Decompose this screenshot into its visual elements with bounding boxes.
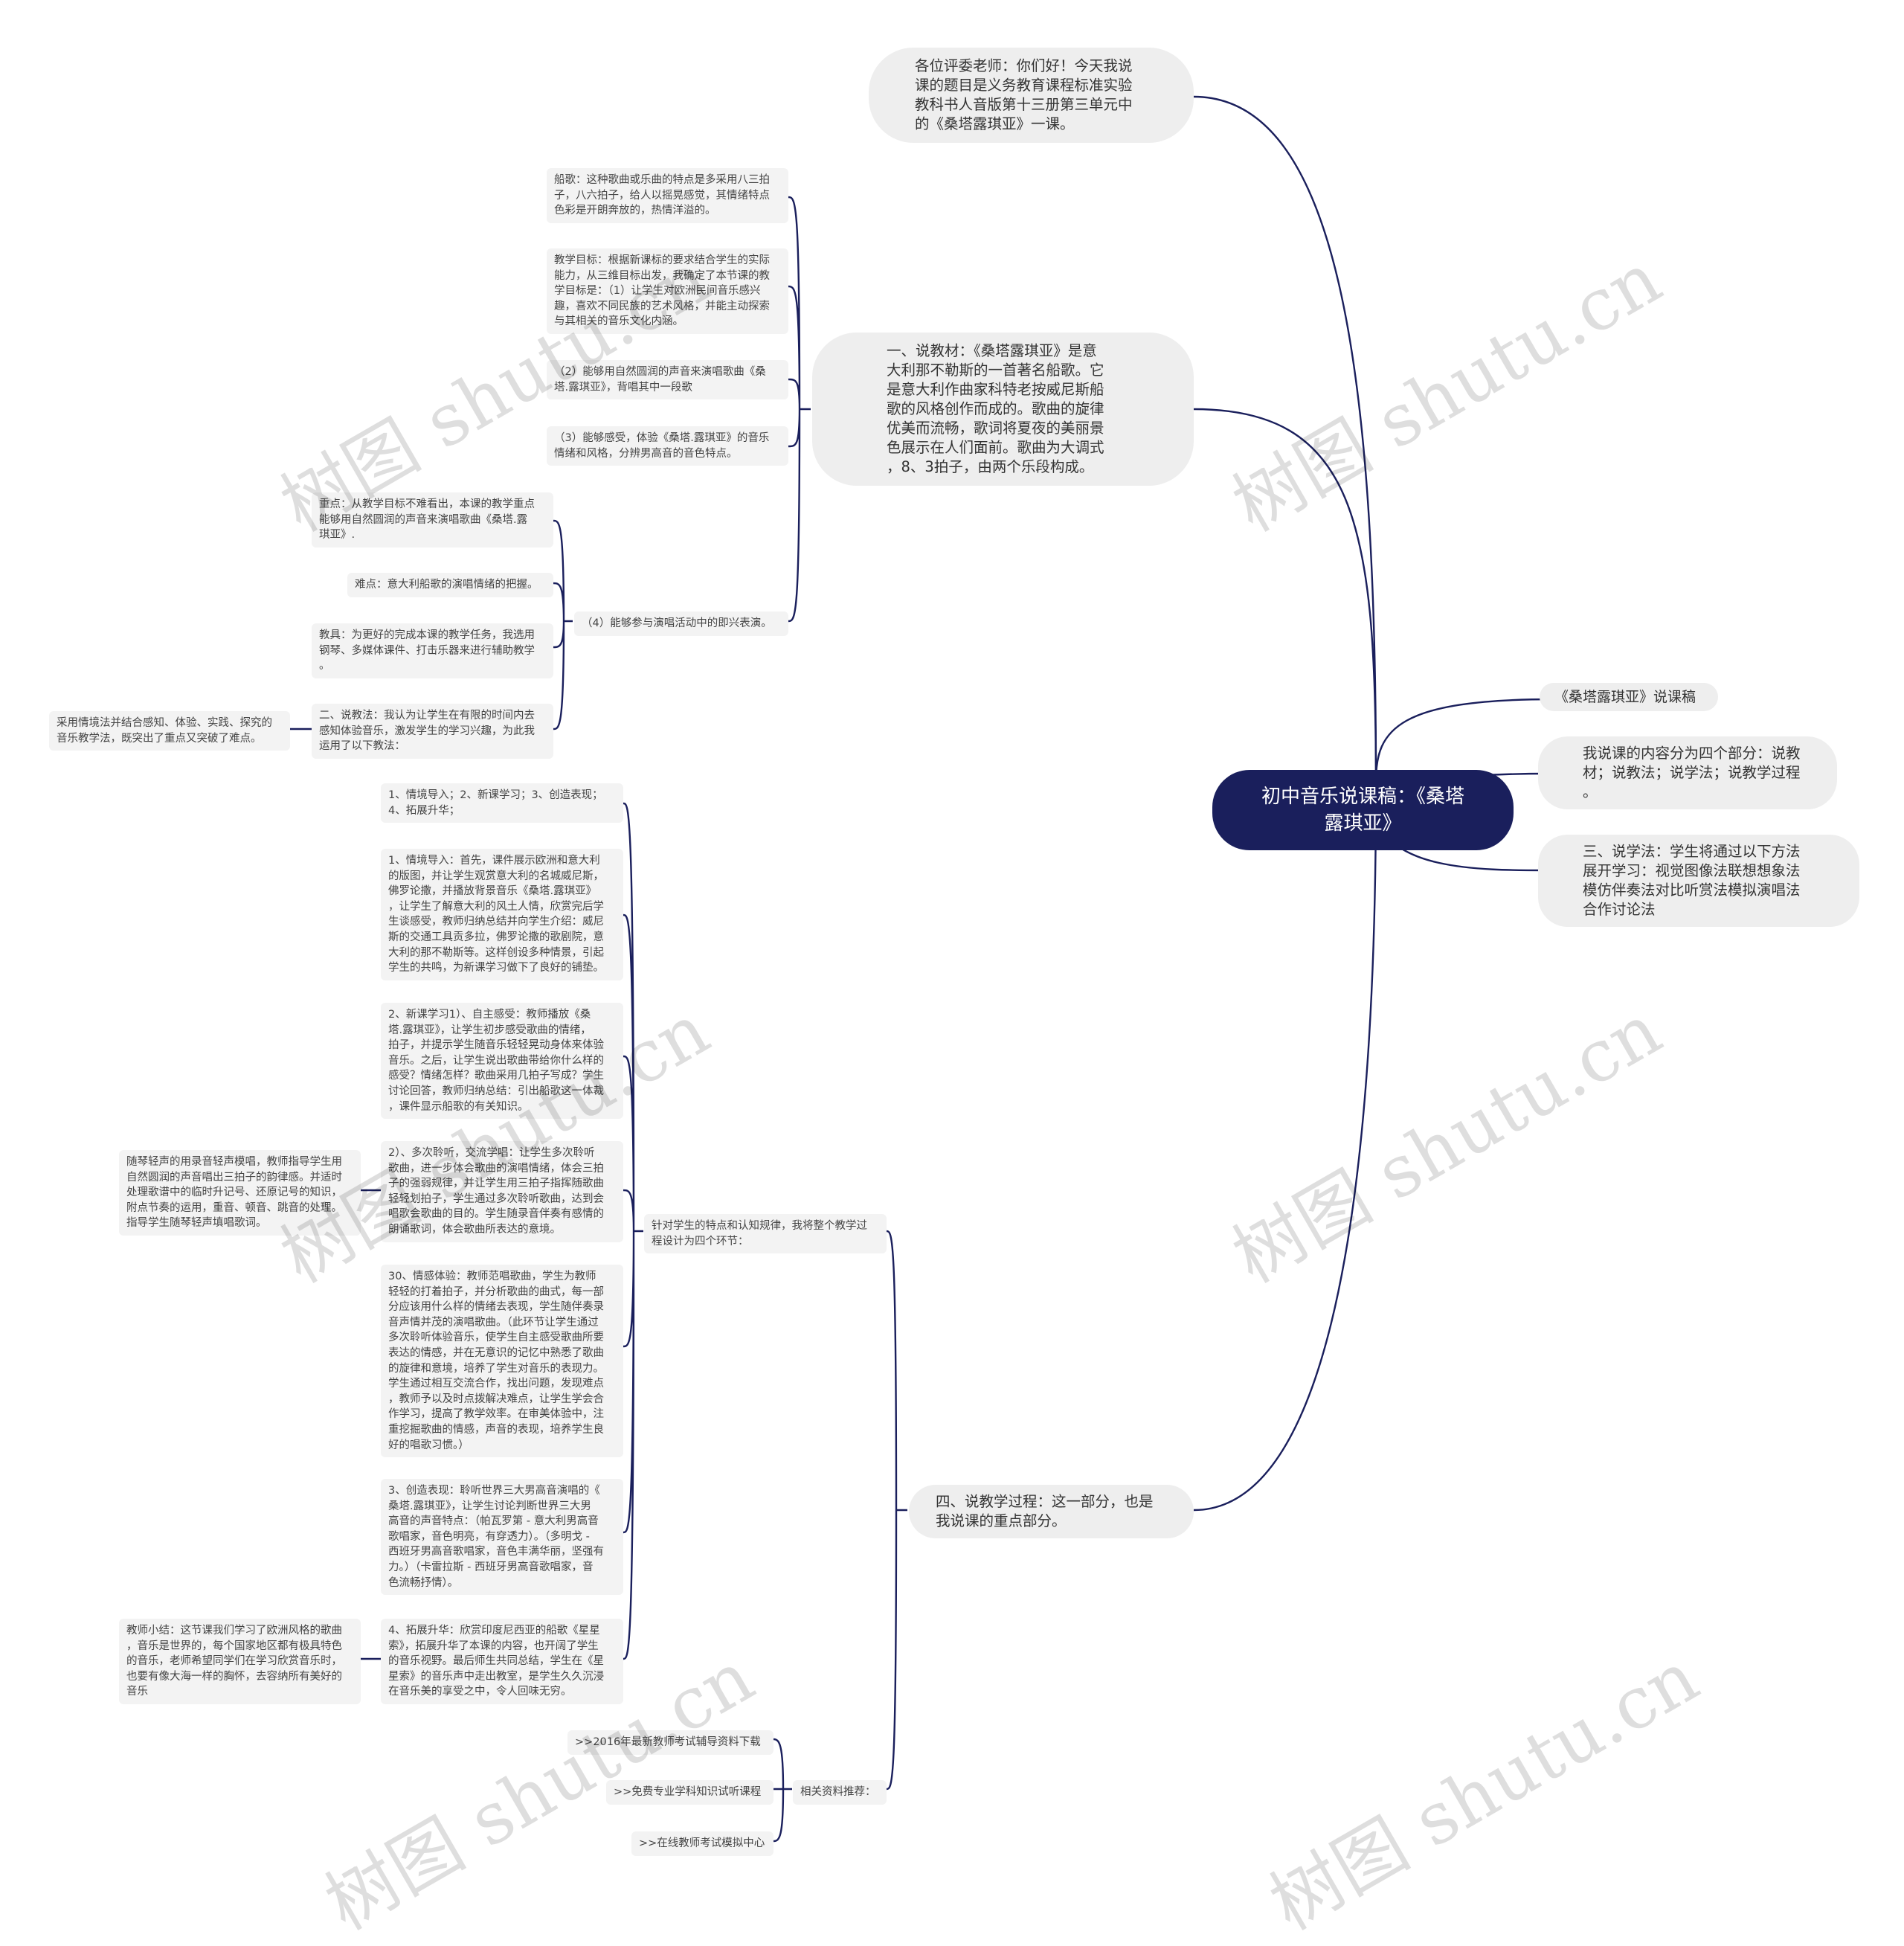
parts-node[interactable]: 我说课的内容分为四个部分：说教 材；说教法；说学法；说教学过程 。 [1538, 736, 1837, 809]
link-root-intro [1193, 95, 1377, 782]
step-3-node[interactable]: 30、情感体验：教师范唱歌曲，学生为教师 轻轻的打着拍子，并分析歌曲的曲式，每一… [381, 1265, 623, 1458]
link-root-sp [1374, 698, 1555, 782]
intro-node[interactable]: 各位评委老师：你们好！今天我说 课的题目是义务教育课程标准实验 教科书人音版第十… [869, 48, 1194, 143]
difficulty-node[interactable]: 难点：意大利船歌的演唱情绪的把握。 [347, 573, 553, 597]
teaching-aid-node[interactable]: 教具：为更好的完成本课的教学任务，我选用 钢琴、多媒体课件、打击乐器来进行辅助教… [312, 623, 553, 678]
summary-node[interactable]: 教师小结：这节课我们学习了欧洲风格的歌曲 ，音乐是世界的，每个国家地区都有极具特… [119, 1619, 361, 1704]
step-3b-node[interactable]: 3、创造表现：聆听世界三大男高音演唱的《 桑塔.露琪亚》，让学生讨论判断世界三大… [381, 1479, 623, 1596]
teaching-material-node[interactable]: 一、说教材：《桑塔露琪亚》是意 大利那不勒斯的一首著名船歌。它 是意大利作曲家科… [812, 333, 1194, 486]
link-material-bracket [788, 196, 811, 623]
goal-2-node[interactable]: （2）能够用自然圆润的声音来演唱歌曲《桑 塔.露琪亚》，背唱其中一段歌 [547, 360, 788, 400]
connector-lines [290, 95, 1555, 1843]
step-2-node[interactable]: 2、新课学习1）、自主感受：教师播放《桑 塔.露琪亚》，让学生初步感受歌曲的情绪… [381, 1003, 623, 1120]
link-root-process [1193, 788, 1377, 1512]
title-node[interactable]: 《桑塔露琪亚》说课稿 [1540, 683, 1718, 711]
goal-3-node[interactable]: （3）能够感受，体验《桑塔.露琪亚》的音乐 情绪和风格，分辨男高音的音色特点。 [547, 426, 788, 466]
design-node[interactable]: 针对学生的特点和认知规律，我将整个教学过 程设计为四个环节： [644, 1214, 887, 1254]
method-detail-node[interactable]: 采用情境法并结合感知、体验、实践、探究的 音乐教学法，既突出了重点又突破了难点。 [49, 711, 290, 751]
related-link-2[interactable]: >>免费专业学科知识试听课程 [606, 1780, 774, 1805]
teaching-method-node[interactable]: 二、说教法：我认为让学生在有限的时间内去 感知体验音乐，激发学生的学习兴趣，为此… [312, 704, 553, 759]
related-node[interactable]: 相关资料推荐： [793, 1780, 887, 1805]
steps-node[interactable]: 1、情境导入；2、新课学习；3、创造表现； 4、拓展升华； [381, 783, 623, 823]
link-design-bracket [623, 802, 643, 1660]
boat-song-node[interactable]: 船歌：这种歌曲或乐曲的特点是多采用八三拍 子，八六拍子，给人以摇晃感觉，其情绪特… [547, 168, 788, 223]
study-method-node[interactable]: 三、说学法：学生将通过以下方法 展开学习：视觉图像法联想想象法 模仿伴奏法对比听… [1538, 835, 1859, 927]
teaching-goal-node[interactable]: 教学目标：根据新课标的要求结合学生的实际 能力，从三维目标出发，我确定了本节课的… [547, 248, 788, 334]
step-2b-detail-node[interactable]: 随琴轻声的用录音轻声模唱，教师指导学生用 自然圆润的声音唱出三拍子的韵律感。并适… [119, 1150, 361, 1236]
step-1-node[interactable]: 1、情境导入：首先，课件展示欧洲和意大利 的版图，并让学生观赏意大利的名城威尼斯… [381, 849, 623, 980]
link-root-material [1193, 408, 1377, 782]
teaching-process-node[interactable]: 四、说教学过程：这一部分，也是 我说课的重点部分。 [909, 1485, 1194, 1538]
link-process-bracket [886, 1230, 907, 1791]
step-4-node[interactable]: 4、拓展升华：欣赏印度尼西亚的船歌《星星 索》，拓展升华了本课的内容，也开阔了学… [381, 1619, 623, 1704]
root-node[interactable]: 初中音乐说课稿：《桑塔 露琪亚》 [1212, 770, 1514, 850]
step-2b-node[interactable]: 2）、多次聆听，交流学唱：让学生多次聆听 歌曲，进一步体会歌曲的演唱情绪，体会三… [381, 1141, 623, 1242]
link-related-bracket [773, 1738, 792, 1843]
related-link-1[interactable]: >>2016年最新教师考试辅导资料下载 [567, 1730, 774, 1755]
goal-4-node[interactable]: （4）能够参与演唱活动中的即兴表演。 [574, 611, 788, 636]
key-point-node[interactable]: 重点：从教学目标不难看出，本课的教学重点 能够用自然圆润的声音来演唱歌曲《桑塔.… [312, 492, 553, 547]
related-link-3[interactable]: >>在线教师考试模拟中心 [631, 1831, 774, 1856]
link-item4-bracket [553, 519, 573, 730]
